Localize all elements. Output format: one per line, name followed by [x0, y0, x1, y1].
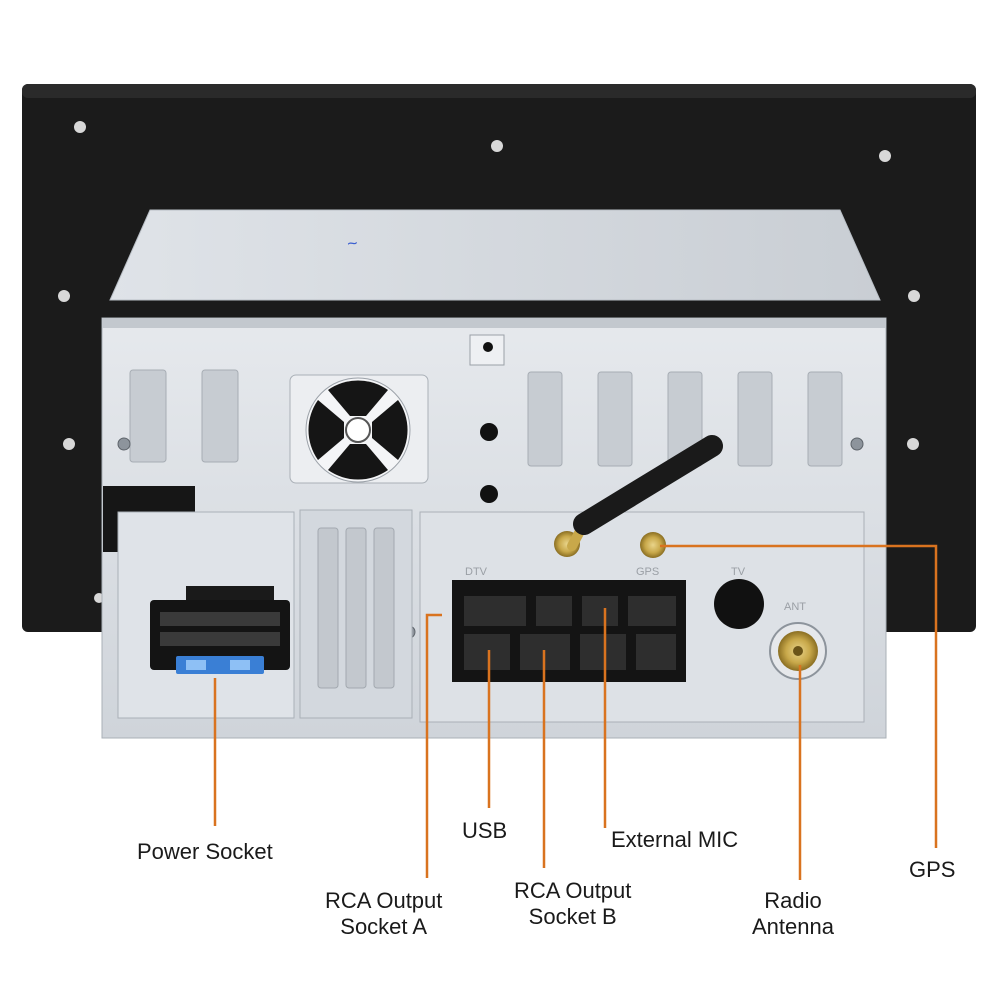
tv-port [714, 579, 764, 629]
leader-lines [213, 544, 938, 880]
rca-output-b-line1: RCA Output [514, 878, 632, 903]
bezel-top-edge [22, 84, 976, 98]
vent-slot [129, 369, 167, 463]
fan-icon [305, 377, 411, 483]
screw-hole [483, 342, 493, 352]
vent-slot [737, 371, 773, 467]
vent-slot [527, 371, 563, 467]
vent-slot [373, 527, 395, 689]
bezel-screw [908, 290, 920, 302]
chassis-screw [850, 437, 864, 451]
connector-block [452, 580, 686, 682]
gps-label: GPS [909, 857, 955, 883]
vent-slot [807, 371, 843, 467]
ant-marking: ANT [784, 601, 806, 613]
radio-antenna-port [769, 622, 827, 680]
bezel-screw [879, 150, 891, 162]
bezel-screws [58, 121, 920, 603]
rca-output-a-line2: Socket A [340, 914, 428, 939]
usb-label: USB [462, 818, 507, 844]
rca-a-leader-line [425, 613, 442, 878]
radio-antenna-label: Radio Antenna [752, 888, 834, 940]
power-socket-label-text: Power Socket [137, 839, 273, 864]
bezel-screw [907, 438, 919, 450]
chassis-back-rim [102, 318, 886, 328]
rca-output-a-line1: RCA Output [325, 888, 443, 913]
power-socket-label: Power Socket [137, 839, 273, 865]
rca-output-a-label: RCA Output Socket A [325, 888, 442, 940]
gps-marking: GPS [636, 566, 659, 578]
bezel-screw [491, 140, 503, 152]
pen-mark: ~ [346, 233, 359, 254]
rca-output-b-line2: Socket B [528, 904, 617, 929]
radio-antenna-line2: Antenna [752, 914, 834, 939]
vent-slot [201, 369, 239, 463]
rca-output-b-label: RCA Output Socket B [514, 878, 631, 930]
bezel-screw [74, 121, 86, 133]
vent-slot [597, 371, 633, 467]
vent-slot [345, 527, 367, 689]
bezel-screw [63, 438, 75, 450]
external-mic-label-text: External MIC [611, 827, 739, 852]
gps-connector [640, 532, 666, 558]
chassis-hole [480, 423, 498, 441]
external-mic-label: External MIC [611, 827, 738, 853]
vent-slot [317, 527, 339, 689]
chassis-top [109, 209, 881, 301]
dtv-marking: DTV [465, 566, 488, 578]
gps-label-text: GPS [909, 857, 956, 882]
tv-marking: TV [731, 566, 746, 578]
chassis-hole [480, 485, 498, 503]
usb-label-text: USB [462, 818, 508, 843]
radio-antenna-line1: Radio [764, 888, 822, 913]
vent-slots [129, 369, 843, 467]
wifi-antenna-icon [567, 435, 723, 551]
mid-vent-slots [317, 527, 395, 689]
gps-leader-line [660, 544, 938, 848]
chassis-screw [117, 437, 131, 451]
bezel-screw [58, 290, 70, 302]
power-socket [150, 586, 290, 674]
